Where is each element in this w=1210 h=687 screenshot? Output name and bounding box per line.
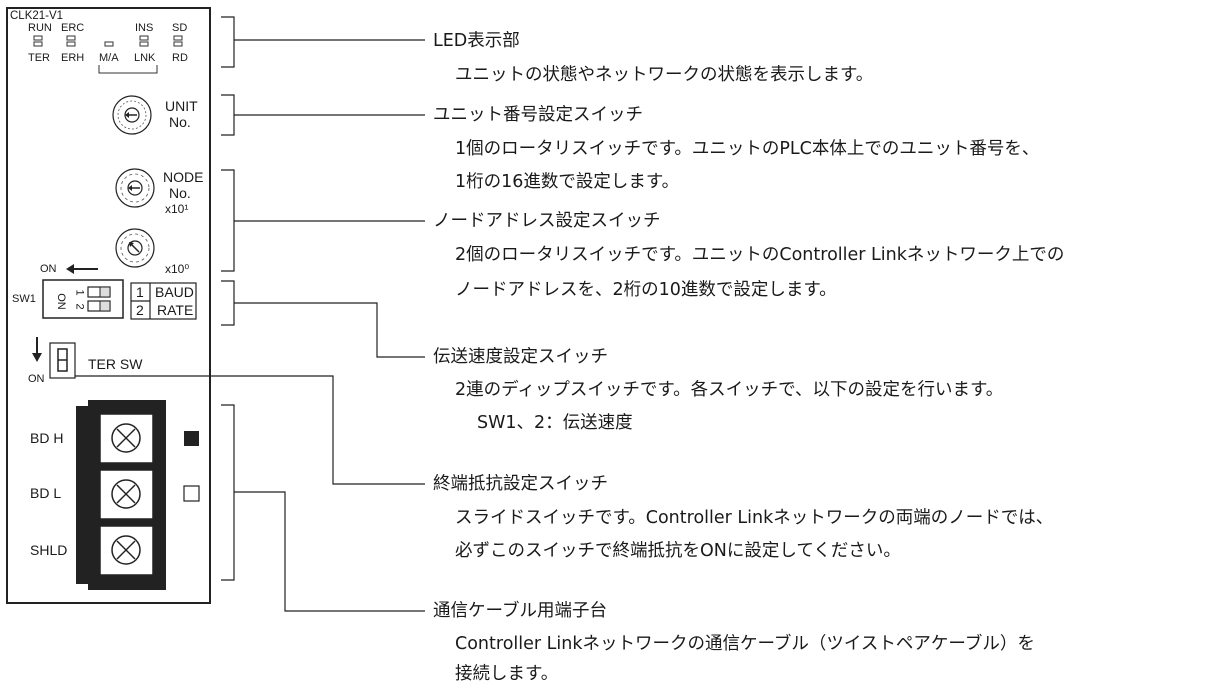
on-label-bottom: ON — [28, 373, 45, 385]
model-label: CLK21-V1 — [10, 10, 64, 22]
callout-node-desc-1: 2個のロータリスイッチです。ユニットのController Linkネットワーク… — [455, 245, 1065, 265]
dip-pin-2: 2 — [73, 303, 86, 310]
terminal-label-bd-l: BD L — [30, 485, 62, 501]
led-label-erc: ERC — [61, 22, 85, 34]
ones-multiplier-label: x10⁰ — [165, 262, 190, 276]
led-label-ter: TER — [28, 52, 50, 64]
ma-lnk-bracket — [98, 65, 158, 74]
led-label-ins: INS — [135, 22, 154, 34]
callout-terminal-desc-1: Controller Linkネットワークの通信ケーブル（ツイストペアケーブル）… — [455, 634, 1035, 654]
node-label-multiplier: x10¹ — [165, 202, 189, 216]
callout-led-title: LED表示部 — [433, 31, 520, 51]
callout-unit-desc-2: 1桁の16進数で設定します。 — [455, 172, 680, 192]
on-vertical-label: ON — [54, 293, 67, 310]
unit-label-line2: No. — [169, 114, 191, 130]
terminal-block — [76, 400, 166, 590]
terminal-label-shld: SHLD — [30, 542, 68, 558]
on-label-top: ON — [40, 263, 57, 275]
baud-box-label-rate: RATE — [157, 302, 194, 318]
callout-leaders — [75, 16, 425, 612]
callout-terminal-title: 通信ケーブル用端子台 — [433, 601, 607, 621]
led-label-lnk: LNK — [134, 52, 156, 64]
bd-l-square-empty — [183, 485, 200, 502]
dip-switch-sw1 — [42, 279, 124, 319]
baud-box-label-baud: BAUD — [155, 284, 194, 300]
led-label-erh: ERH — [61, 52, 85, 64]
node-label-line2: No. — [169, 185, 191, 201]
ter-sw-label: TER SW — [88, 356, 143, 372]
callout-ter-title: 終端抵抗設定スイッチ — [433, 474, 608, 494]
dip-pin-1: 1 — [73, 289, 86, 296]
node-rotary-switch-tens — [115, 168, 155, 208]
led-label-run: RUN — [28, 22, 52, 34]
callout-baud-title: 伝送速度設定スイッチ — [433, 347, 608, 367]
panel-outline — [6, 7, 211, 604]
node-label-line1: NODE — [163, 169, 204, 185]
led-label-rd: RD — [172, 52, 188, 64]
led-label-sd: SD — [172, 22, 188, 34]
sw1-label: SW1 — [12, 293, 36, 305]
led-indicators — [33, 35, 183, 47]
callout-node-desc-2: ノードアドレスを、2桁の10進数で設定します。 — [455, 280, 837, 300]
callout-unit-title: ユニット番号設定スイッチ — [433, 105, 643, 125]
on-left-arrow — [66, 264, 98, 274]
callout-ter-desc-1: スライドスイッチです。Controller Linkネットワークの両端のノードで… — [455, 508, 1054, 528]
unit-rotary-switch — [112, 95, 152, 135]
callout-unit-desc-1: 1個のロータリスイッチです。ユニットのPLC本体上でのユニット番号を、 — [455, 139, 1040, 159]
unit-label-line1: UNIT — [165, 98, 198, 114]
baud-box-num-2: 2 — [136, 302, 144, 318]
baud-box-num-1: 1 — [136, 284, 144, 300]
callout-baud-desc-1: 2連のディップスイッチです。各スイッチで、以下の設定を行います。 — [455, 380, 1004, 400]
bd-h-square-filled — [184, 431, 199, 446]
ter-switch — [32, 337, 76, 379]
terminal-label-bd-h: BD H — [30, 430, 64, 446]
callout-baud-desc-2: SW1、2：伝送速度 — [477, 413, 633, 433]
led-label-ma: M/A — [99, 52, 119, 64]
callout-terminal-desc-2: 接続します。 — [455, 664, 559, 684]
callout-ter-desc-2: 必ずこのスイッチで終端抵抗をONに設定してください。 — [455, 541, 901, 561]
callout-led-desc: ユニットの状態やネットワークの状態を表示します。 — [455, 65, 874, 85]
callout-node-title: ノードアドレス設定スイッチ — [433, 211, 661, 231]
baud-rate-box — [130, 282, 197, 320]
node-rotary-switch-ones — [115, 228, 155, 268]
